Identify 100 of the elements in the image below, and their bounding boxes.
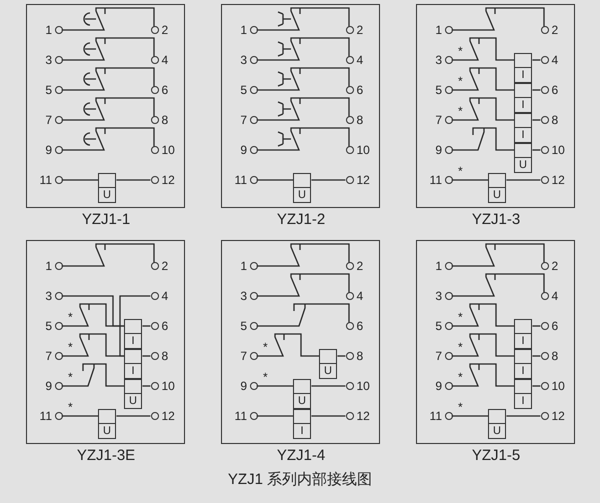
terminal-number: 3: [240, 289, 247, 303]
coil-symbol: [124, 319, 142, 349]
wire: [256, 97, 350, 121]
terminal-number: 2: [552, 23, 558, 37]
wire: [256, 385, 293, 387]
terminal-number: 1: [45, 23, 52, 37]
coil-letter: U: [297, 394, 307, 408]
coil-letter: I: [520, 68, 526, 82]
wire: [256, 243, 350, 267]
wire: [256, 179, 293, 181]
wire: [62, 7, 155, 31]
panel-caption: YZJ1-2: [276, 211, 326, 228]
wire: [62, 37, 155, 61]
wire: [532, 89, 540, 91]
wire: [62, 363, 124, 387]
wire: [452, 37, 514, 61]
terminal-number: 10: [356, 379, 370, 393]
wire: [256, 127, 350, 151]
wire: [311, 385, 346, 387]
coil-letter: I: [520, 364, 526, 378]
terminal-number: 4: [552, 53, 558, 67]
wire: [532, 149, 540, 151]
terminal-number: 7: [45, 349, 52, 363]
wire: [452, 415, 488, 417]
coil-letter: U: [518, 158, 528, 172]
asterisk-mark: *: [68, 341, 73, 353]
terminal-number: 4: [356, 289, 364, 303]
terminal-number: 12: [552, 409, 565, 423]
terminal-number: 2: [356, 23, 364, 37]
wire: [452, 273, 545, 297]
terminal-number: 8: [162, 113, 168, 127]
coil-letter: U: [297, 188, 307, 202]
terminal-number: 12: [162, 173, 175, 187]
terminal-number: 7: [240, 113, 247, 127]
terminal-number: 12: [162, 409, 175, 423]
terminal-number: 1: [240, 23, 247, 37]
coil-symbol: [514, 349, 532, 379]
asterisk-mark: *: [458, 105, 463, 117]
terminal-number: 6: [356, 83, 364, 97]
wire: [256, 415, 293, 417]
terminal-number: 5: [240, 83, 247, 97]
terminal-number: 7: [435, 349, 442, 363]
asterisk-mark: *: [458, 401, 463, 413]
terminal-number: 10: [162, 379, 175, 393]
wire: [452, 179, 488, 181]
terminal-number: 2: [162, 259, 168, 273]
terminal-number: 5: [240, 319, 247, 333]
coil-letter: U: [128, 394, 138, 408]
terminal-number: 1: [435, 259, 442, 273]
wire: [532, 59, 540, 61]
asterisk-mark: *: [263, 341, 268, 353]
coil-symbol: [293, 173, 311, 203]
wire: [256, 37, 350, 61]
wire: [452, 127, 514, 151]
terminal-number: 10: [356, 143, 370, 157]
terminal-number: 4: [162, 289, 168, 303]
coil-symbol: [488, 173, 506, 203]
coil-symbol: [319, 349, 337, 379]
wire: [62, 333, 124, 357]
terminal-number: 8: [356, 349, 364, 363]
asterisk-mark: *: [68, 401, 73, 413]
wire: [506, 415, 540, 417]
wire: [142, 325, 150, 327]
terminal-number: 8: [162, 349, 168, 363]
coil-letter: U: [492, 188, 502, 202]
coil-symbol: [124, 349, 142, 379]
wire: [532, 355, 540, 357]
terminal-number: 7: [45, 113, 52, 127]
wire: [452, 363, 514, 387]
asterisk-mark: *: [458, 45, 463, 57]
wire: [506, 179, 540, 181]
terminal-number: 7: [240, 349, 247, 363]
wire: [142, 355, 150, 357]
wire: [119, 295, 150, 357]
terminal-number: 12: [552, 173, 565, 187]
terminal-number: 4: [162, 53, 168, 67]
terminal-number: 10: [552, 143, 565, 157]
terminal-number: 1: [435, 23, 442, 37]
wire: [532, 385, 540, 387]
coil-symbol: [293, 409, 311, 439]
wire: [62, 243, 155, 267]
wire: [116, 415, 150, 417]
terminal-number: 6: [356, 319, 364, 333]
wire: [256, 333, 319, 357]
asterisk-mark: *: [68, 311, 73, 323]
terminal-number: 5: [435, 319, 442, 333]
panel-caption: YZJ1-4: [276, 447, 326, 464]
coil-symbol: [514, 83, 532, 113]
terminal-number: 11: [40, 173, 52, 187]
wire: [256, 67, 350, 91]
terminal-number: 9: [435, 143, 442, 157]
coil-letter: I: [299, 424, 305, 438]
terminal-number: 5: [435, 83, 442, 97]
coil-letter: U: [102, 188, 112, 202]
terminal-number: 6: [552, 319, 558, 333]
terminal-number: 9: [435, 379, 442, 393]
terminal-number: 8: [356, 113, 364, 127]
wire: [62, 303, 124, 327]
terminal-number: 1: [45, 259, 52, 273]
terminal-number: 9: [240, 379, 247, 393]
